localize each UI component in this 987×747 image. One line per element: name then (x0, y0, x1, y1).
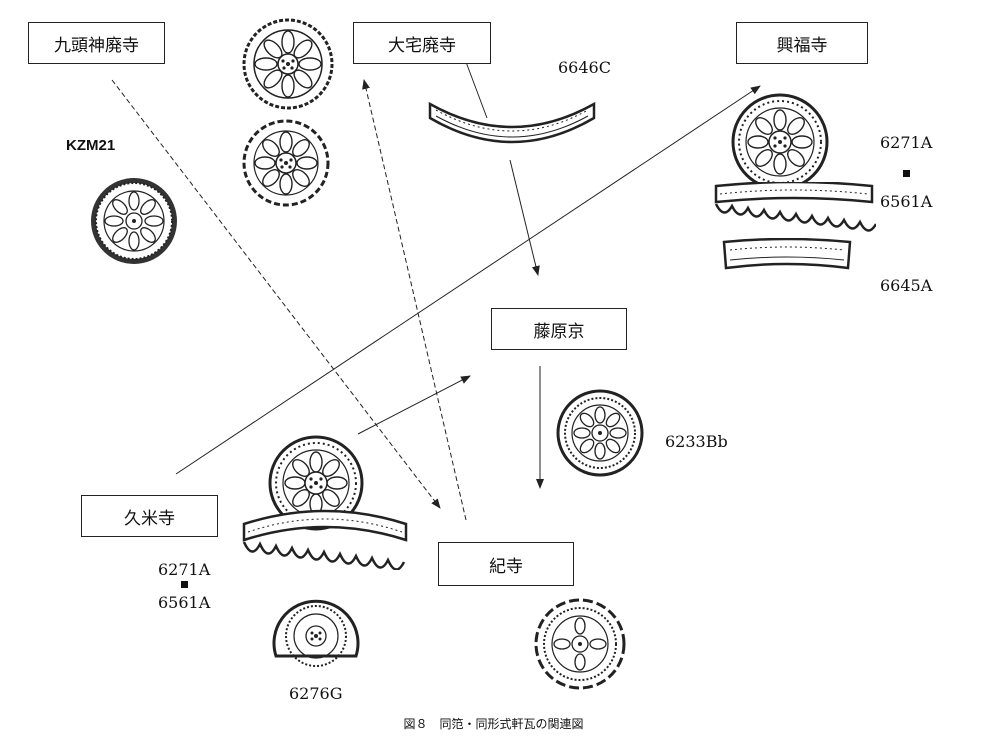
separator-square (903, 170, 910, 177)
round-tile-icon (534, 598, 626, 690)
arrow-kuzu-to-ki (111, 79, 441, 509)
arrow-ki-to-oyake (362, 79, 467, 521)
label-kofuku-6645a: 6645A (880, 276, 933, 295)
site-box-fujiwara: 藤原京 (491, 308, 627, 350)
label-kofuku-6271a: 6271A (880, 133, 933, 152)
label-kume-6271a: 6271A (158, 560, 211, 579)
eave-tile-icon (722, 238, 852, 270)
site-label-oyake: 大宅廃寺 (388, 35, 456, 56)
site-label-kuzu: 九頭神廃寺 (54, 35, 139, 56)
site-box-kofuku: 興福寺 (736, 22, 868, 64)
separator-square (181, 581, 188, 588)
label-fujiwara-6233bb: 6233Bb (665, 432, 728, 451)
round-tile-icon (268, 435, 364, 531)
round-tile-icon (242, 18, 334, 110)
figure-caption: 図８ 同笵・同形式軒瓦の関連図 (403, 717, 584, 731)
label-kofuku-6561a: 6561A (880, 192, 933, 211)
site-label-kofuku: 興福寺 (776, 35, 828, 56)
site-label-ki: 紀寺 (489, 556, 523, 577)
site-label-fujiwara: 藤原京 (533, 321, 585, 342)
arrow-oyake-to-fujiwara (509, 159, 540, 276)
round-tile-icon (91, 178, 177, 264)
label-6646c: 6646C (558, 58, 611, 77)
site-box-oyake: 大宅廃寺 (353, 22, 491, 64)
site-label-kume: 久米寺 (124, 508, 175, 529)
line-oyake-to-tile (465, 61, 488, 119)
arrow-kume-to-fujiwara (357, 375, 471, 435)
round-tile-icon (556, 389, 644, 477)
site-box-kume: 久米寺 (81, 495, 218, 537)
site-box-ki: 紀寺 (438, 542, 574, 586)
site-box-kuzu: 九頭神廃寺 (28, 22, 165, 64)
eave-tile-icon (714, 182, 876, 232)
label-6276g: 6276G (289, 684, 343, 703)
eave-tile-icon (242, 509, 408, 570)
round-tile-icon (242, 119, 330, 207)
eave-tile-icon (428, 101, 596, 144)
round-tile-icon (272, 599, 360, 667)
round-tile-icon (731, 93, 829, 191)
arrow-kume-to-kofuku (175, 85, 761, 475)
label-kume-6561a: 6561A (158, 593, 211, 612)
label-kzm21: KZM21 (66, 137, 116, 154)
